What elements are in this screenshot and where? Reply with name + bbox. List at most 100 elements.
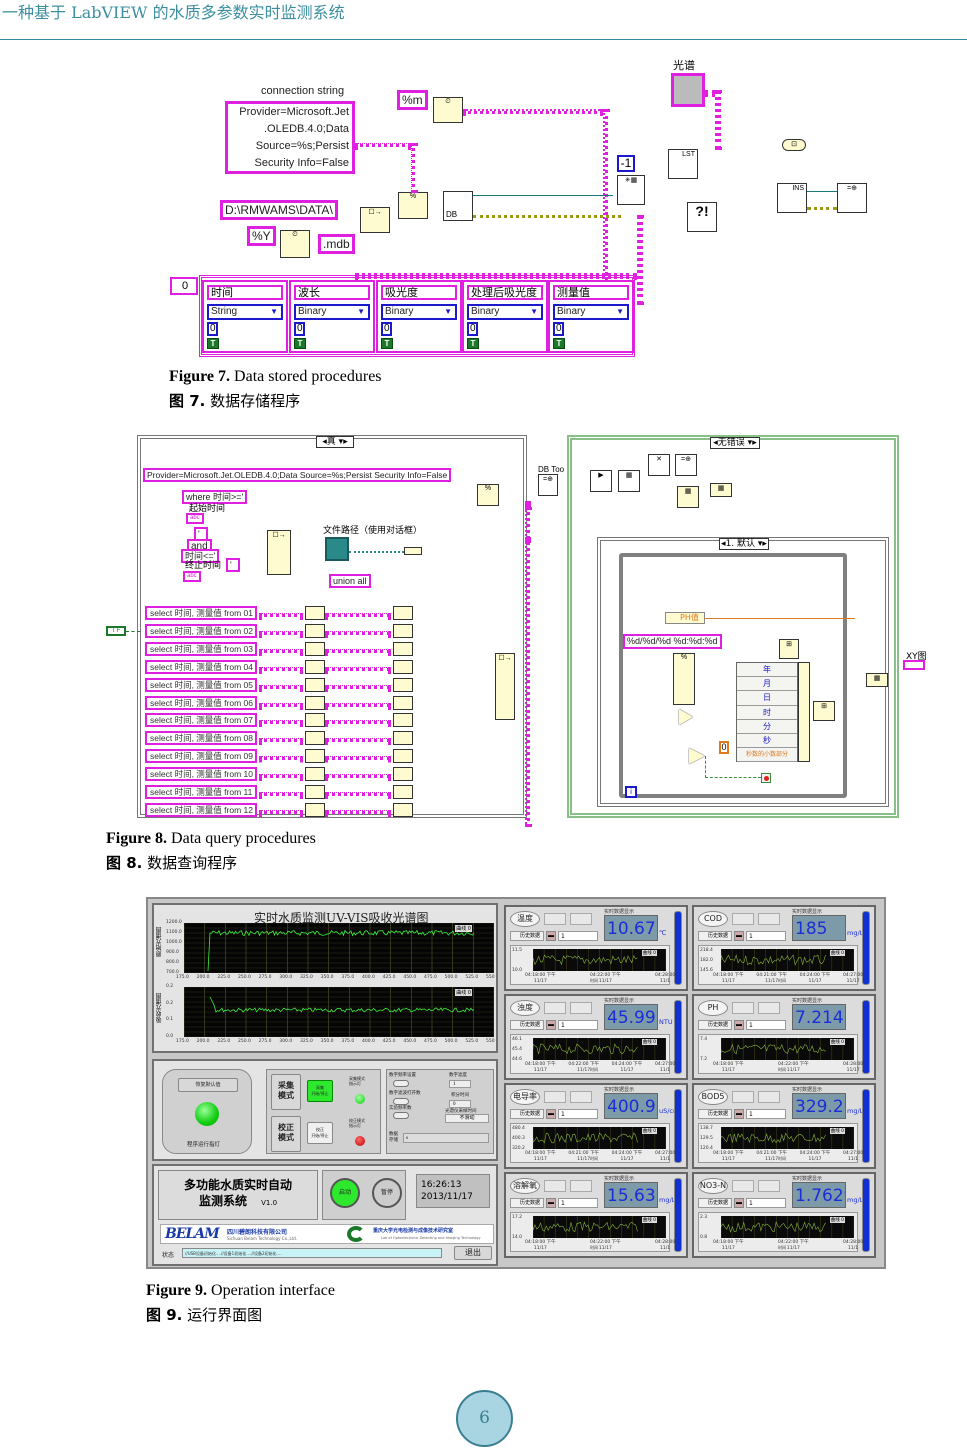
xy-graph-label: XY图 (906, 652, 927, 662)
iteration-terminal: i (625, 786, 637, 798)
column-size: 0 (553, 322, 564, 336)
exit-button[interactable]: 退出 (454, 1246, 492, 1260)
history-input[interactable]: 1 (558, 931, 598, 941)
calib-indicator-label: 校正模式 指示灯 (349, 1118, 365, 1128)
lab-en: Lab of Optoelectronic Detecting and Imag… (381, 1236, 481, 1240)
restore-default-button[interactable]: 恢复默认值 (178, 1078, 238, 1092)
error-handler-node: ?! (687, 202, 717, 232)
history-input[interactable]: 1 (746, 1198, 786, 1208)
stop-condition-icon (761, 773, 771, 783)
history-input[interactable]: 1 (558, 1198, 598, 1208)
setting-select[interactable]: 不滑动 (445, 1114, 489, 1123)
format-into-string-node: % (477, 484, 499, 506)
setting-input[interactable]: 1 (449, 1080, 471, 1088)
setting-toggle[interactable] (393, 1080, 409, 1087)
meter-unit: ℃ (659, 929, 667, 937)
folder-icon[interactable]: ▬ (546, 1109, 556, 1119)
concatenate-strings-node (305, 641, 325, 656)
history-data-button[interactable]: 历史数据 (698, 1020, 732, 1030)
case-label: 1. 默认 (725, 539, 756, 549)
figure-7-caption-cn: 图 7. 数据存储程序 (169, 390, 300, 411)
x-tick-label: 04:24:00 下午 11/17 (611, 1151, 643, 1162)
meter-box (544, 913, 566, 925)
ins-label: INS (792, 185, 804, 192)
y-tick-label: 17.2 (512, 1215, 523, 1220)
column-type-select: Binary (381, 304, 457, 320)
meter-plot (720, 1216, 855, 1238)
settings-panel: 数字频率设置 数字滤波打开数 实验频率数 数字滤度 1 积分时间 0 光谱仪采样… (386, 1069, 494, 1154)
history-input[interactable]: 1 (746, 1109, 786, 1119)
meter-title: 实时数据显示 (604, 1087, 635, 1093)
folder-icon[interactable]: ▬ (734, 1109, 744, 1119)
folder-icon[interactable]: ▬ (734, 1020, 744, 1030)
folder-icon[interactable]: ▬ (546, 1198, 556, 1208)
legend: 曲线 0 (641, 1128, 657, 1134)
x-tick-label: 04:18:00 下午 11/17 (525, 1240, 556, 1251)
legend: 曲线 0 (641, 1217, 657, 1223)
setting-toggle[interactable] (393, 1098, 409, 1105)
x-tick-label: 04:24:00 下午 11/17 (799, 1151, 831, 1162)
x-tick-label: 04:21:00 下午 11/17 (756, 973, 787, 984)
wire (259, 756, 303, 761)
wire (715, 90, 721, 150)
setting-label: 实验频率数 (389, 1106, 412, 1111)
connection-string-constant: Provider=Microsoft.Jet.OLEDB.4.0;Data So… (143, 468, 452, 482)
folder-icon[interactable]: ▬ (734, 1198, 744, 1208)
x-tick-label: 450.0 (403, 1039, 417, 1044)
column-type-select: Binary (553, 304, 629, 320)
pause-button[interactable]: 暂停 (372, 1178, 402, 1208)
x-tick-label: 375.0 (341, 975, 355, 980)
raw-spectrum-trace (207, 929, 475, 972)
wire (259, 666, 303, 671)
history-input[interactable]: 1 (558, 1020, 598, 1030)
calib-start-stop-button[interactable]: 校正 开始/停止 (307, 1122, 333, 1144)
history-data-button[interactable]: 历史数据 (510, 1198, 544, 1208)
concatenate-strings-node (393, 767, 413, 782)
collect-mode-label: 采集 模式 (271, 1074, 301, 1110)
concatenate-strings-node: ☐→ (495, 653, 515, 720)
meter-level-bar (862, 1178, 870, 1252)
history-input[interactable]: 1 (558, 1109, 598, 1119)
folder-icon[interactable]: ▬ (546, 931, 556, 941)
concatenate-strings-node (393, 623, 413, 638)
history-data-button[interactable]: 历史数据 (698, 1109, 732, 1119)
x-tick-label: 500.0 (444, 975, 458, 980)
folder-icon[interactable]: ▬ (734, 931, 744, 941)
meter-plot (532, 1216, 667, 1238)
legend: 曲线 0 (829, 1039, 845, 1045)
union-all-constant: union all (329, 574, 371, 588)
select-query-constant: select 时间, 测量值 from 12 (145, 802, 257, 817)
folder-icon[interactable]: ▬ (546, 1020, 556, 1030)
wire (325, 738, 391, 743)
setting-toggle[interactable] (393, 1112, 409, 1119)
data-storage-input[interactable]: s (403, 1133, 489, 1143)
meter-box (544, 1002, 566, 1014)
history-data-button[interactable]: 历史数据 (510, 1109, 544, 1119)
wire (325, 648, 391, 653)
y-tick-label: 800.0 (166, 960, 179, 965)
y-tick-label: 0.2 (166, 1000, 174, 1006)
y-tick-label: 0.8 (700, 1235, 708, 1240)
history-data-button[interactable]: 历史数据 (510, 931, 544, 941)
history-data-button[interactable]: 历史数据 (698, 931, 732, 941)
history-input[interactable]: 1 (746, 931, 786, 941)
setting-input[interactable]: 0 (449, 1100, 471, 1108)
caption-text: Data stored procedures (230, 368, 382, 385)
column-flag: T (381, 338, 393, 349)
history-data-button[interactable]: 历史数据 (698, 1198, 732, 1208)
meter-level-bar (674, 1089, 682, 1163)
x-tick-label: 04:28:00 11/17 (843, 1062, 864, 1073)
start-button[interactable]: 启动 (330, 1178, 360, 1208)
wire (259, 738, 303, 743)
y-tick-label: 0.1 (166, 1017, 174, 1023)
logo-bar: BELAM 四川碧朗科技有限公司 Sichuan Belam Technolog… (160, 1224, 494, 1244)
history-data-button[interactable]: 历史数据 (510, 1020, 544, 1030)
date-time-cluster: 年月日时分秒秒数的小数部分 (736, 662, 798, 763)
x-axis-label: 时间 (590, 1156, 598, 1161)
meter-name: NO3-N (698, 1178, 728, 1194)
system-name: 多功能水质实时自动 监测系统 V1.0 (158, 1170, 318, 1220)
collect-start-stop-button[interactable]: 采集 开始/停止 (307, 1080, 333, 1102)
history-input[interactable]: 1 (746, 1020, 786, 1030)
concatenate-strings-node: ☐→ (267, 530, 291, 575)
